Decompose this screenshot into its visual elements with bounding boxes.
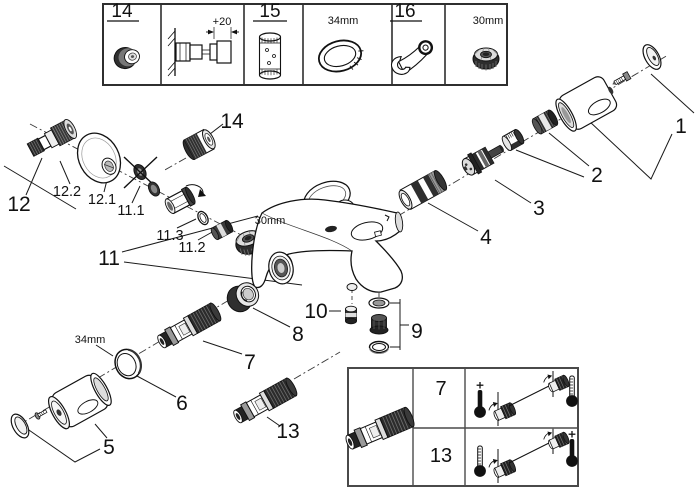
wall-extension-icon: +20	[167, 16, 239, 77]
legend-row-13-label: 13	[430, 445, 452, 467]
part-9-ring	[368, 340, 390, 354]
part-label-9: 9	[411, 320, 423, 343]
part-2-stop-ring	[501, 128, 525, 152]
part-label-1: 1	[675, 115, 687, 138]
part-4-sleeve	[398, 170, 448, 210]
part-11-3-nipple	[164, 184, 206, 215]
legend-cell-16-label: 16	[394, 1, 415, 22]
part-9-insert	[369, 314, 389, 335]
part-label-11-3: 11.3	[156, 228, 183, 244]
ring-34mm-icon	[317, 39, 364, 73]
right-port	[394, 211, 404, 233]
legend-row-7: 7	[435, 367, 579, 426]
body-slot	[325, 225, 337, 233]
cap-nut-icon	[113, 47, 140, 70]
part-label-12-2: 12.2	[53, 184, 81, 200]
part-3-thermostat-cartridge	[461, 144, 504, 176]
part-10-aerator-insert	[345, 305, 357, 325]
wrench-icon	[390, 40, 434, 75]
rotation-arrow	[185, 184, 204, 194]
part-label-8: 8	[292, 323, 304, 346]
top-legend-box: 14 +20 15	[102, 1, 508, 86]
part-14-cap	[182, 128, 216, 161]
part-label-10: 10	[304, 300, 327, 323]
part-1-screw	[612, 71, 632, 86]
spout-top-recess	[350, 221, 384, 241]
part-seal-ring	[147, 181, 161, 197]
part-11-2-sleeve	[210, 219, 234, 241]
part-1-handle	[555, 76, 618, 132]
part-label-3: 3	[533, 197, 545, 220]
annotation-34mm: 34mm	[75, 334, 106, 346]
legend-cell-14-label: 14	[111, 1, 133, 22]
legend-row-13: 13	[430, 424, 579, 483]
part-label-4: 4	[480, 226, 492, 249]
part-12-2-s-union	[26, 118, 78, 157]
part-label-12: 12	[7, 193, 30, 216]
part-label-14: 14	[220, 110, 244, 133]
legend-cell-15-label: 15	[259, 1, 280, 22]
port-mark	[384, 214, 390, 222]
part-label-11-2: 11.2	[178, 240, 205, 256]
part-5-cap	[10, 413, 30, 439]
legend-plus20-label: +20	[213, 16, 232, 28]
part-label-2: 2	[591, 164, 603, 187]
part-labels: 1 2 3 4 5 6 7 8 9 10 11 12 13 14 12.2 12…	[7, 110, 687, 459]
part-label-11-1: 11.1	[117, 203, 144, 219]
part-12-1-escutcheon	[76, 132, 122, 184]
annotation-30mm: 30mm	[255, 215, 286, 227]
part-o-ring	[197, 210, 209, 226]
diverter-knob	[346, 283, 358, 291]
legend-34mm-label: 34mm	[328, 15, 359, 27]
legend-dividers	[160, 4, 446, 85]
part-9-washer	[368, 297, 390, 309]
part-8-nut	[226, 282, 260, 313]
part-label-6: 6	[176, 392, 188, 415]
part-1-cap	[642, 44, 662, 70]
faucet-body-group	[251, 180, 404, 293]
valve-seat-left	[268, 251, 294, 285]
part-label-12-1: 12.1	[88, 192, 116, 208]
part-9-aerator-set	[368, 297, 390, 354]
legend-30mm-label: 30mm	[473, 15, 504, 27]
part-label-11: 11	[98, 247, 120, 270]
extension-sleeve-icon	[258, 32, 282, 80]
part-5-screw	[34, 409, 48, 420]
part-label-5: 5	[103, 436, 115, 459]
legend-row-7-label: 7	[435, 378, 446, 400]
part-6-ring	[114, 348, 142, 380]
part-5-handle	[47, 372, 112, 430]
part-11-1-seal-crossed	[123, 156, 158, 189]
rotation-arrowhead	[198, 189, 206, 197]
part-label-7: 7	[244, 351, 256, 374]
bottom-legend-box: 7 13	[342, 367, 579, 487]
part-label-13: 13	[276, 420, 299, 443]
part-2-knurled-stop	[531, 109, 559, 135]
